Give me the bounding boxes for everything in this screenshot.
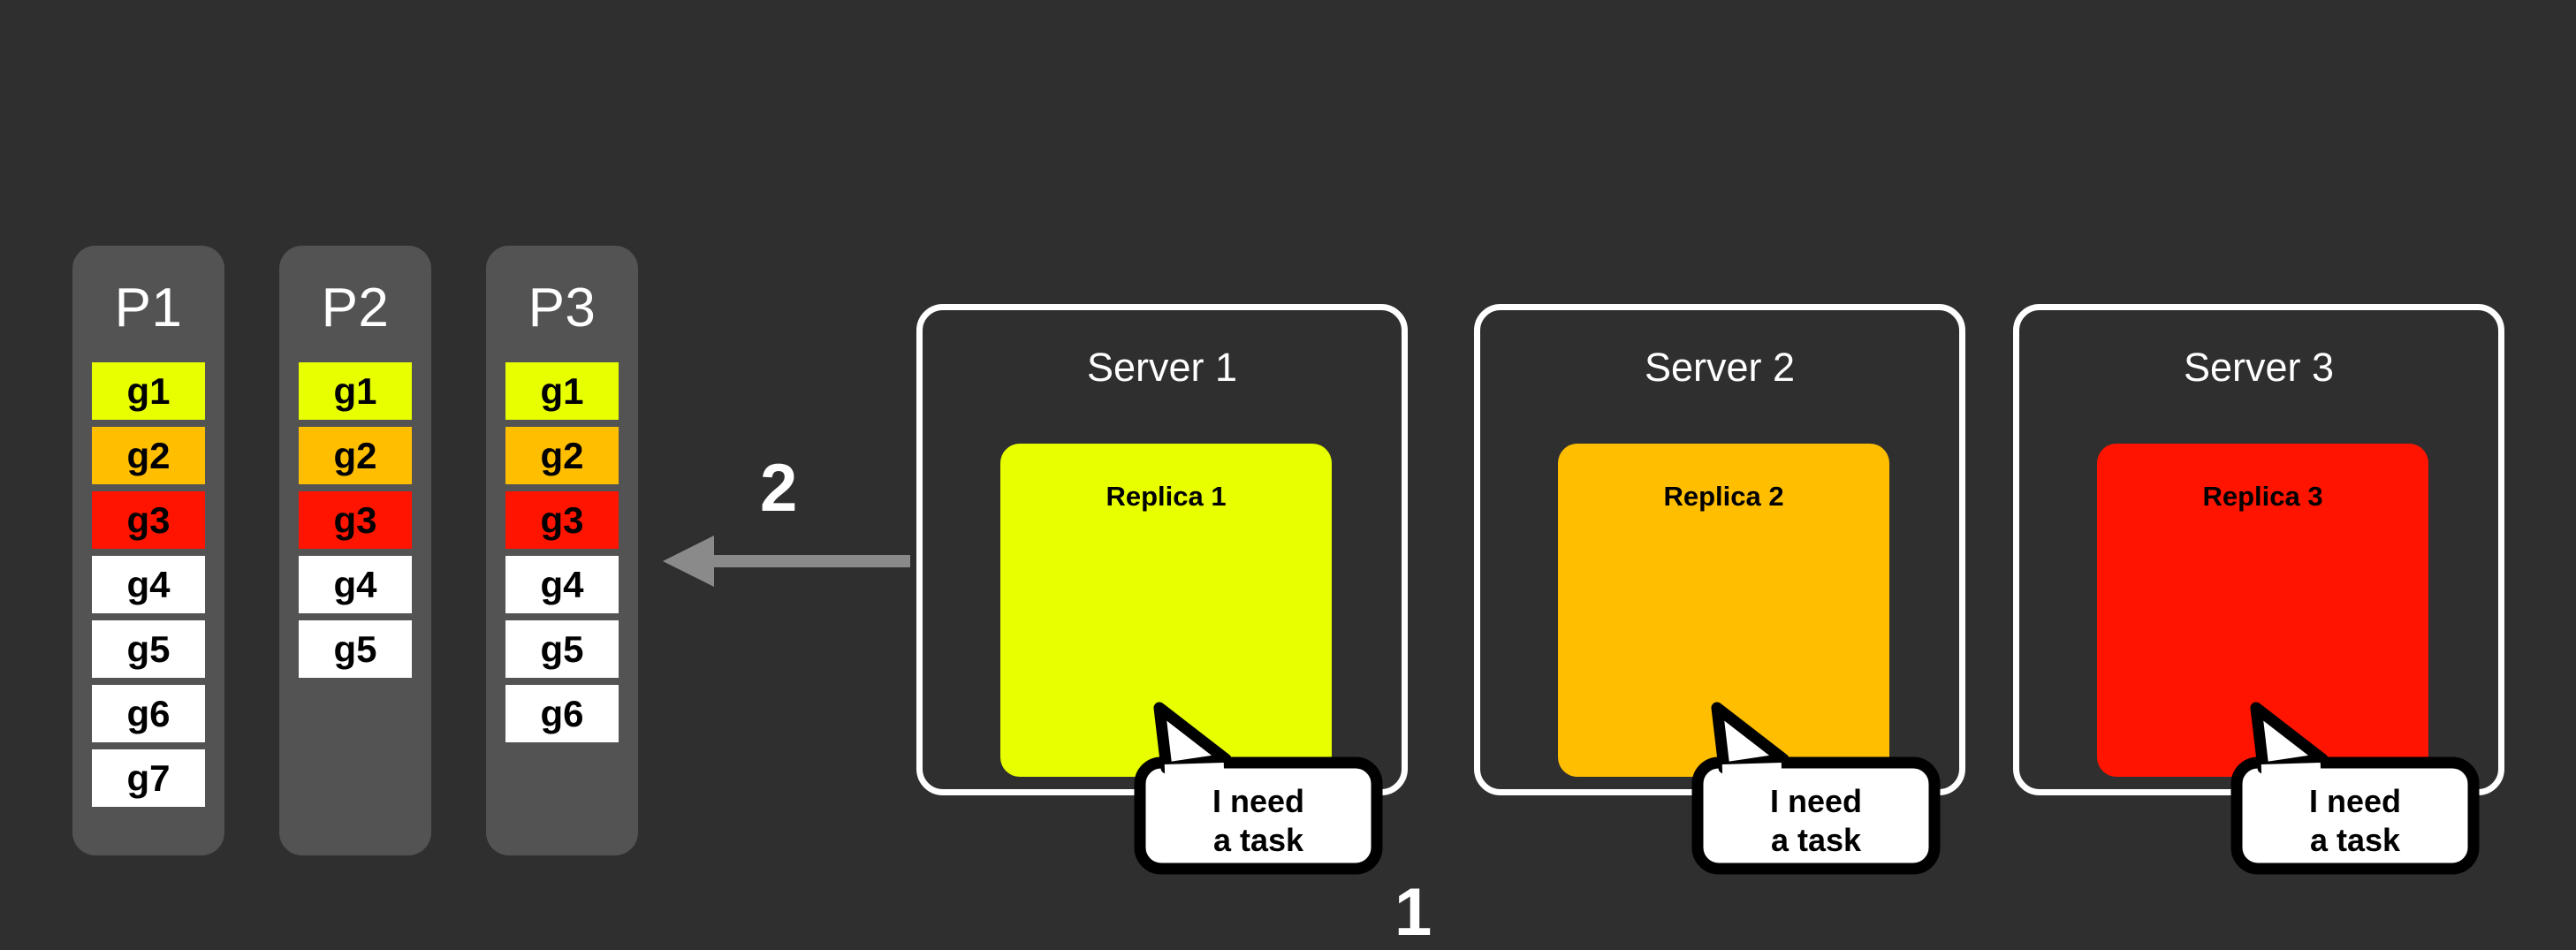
- queue-slot: g6: [505, 685, 619, 742]
- server-title: Server 3: [2183, 345, 2335, 390]
- queue-slot-label: g5: [540, 627, 584, 670]
- partition-title: P1: [114, 277, 183, 338]
- queue-slot-label: g3: [333, 498, 377, 541]
- queue-slot-label: g1: [540, 369, 584, 412]
- queue-slot: g5: [505, 620, 619, 678]
- partition-column-p3: P3 g1 g2 g3 g4 g5 g6: [486, 246, 638, 855]
- partition-column-p2: P2 g1 g2 g3 g4 g5: [279, 246, 431, 855]
- queue-slot-label: g2: [540, 434, 584, 476]
- server-title: Server 1: [1086, 345, 1238, 390]
- partition-slot-list: g1 g2 g3 g4 g5: [279, 362, 431, 685]
- queue-slot-label: g7: [126, 756, 171, 799]
- queue-slot: g2: [505, 427, 619, 484]
- partition-slot-list: g1 g2 g3 g4 g5 g6 g7: [72, 362, 224, 814]
- queue-slot-label: g5: [333, 627, 377, 670]
- replica-label: Replica 3: [2202, 481, 2323, 512]
- queue-slot-label: g5: [126, 627, 171, 670]
- queue-slot: g6: [92, 685, 205, 742]
- queue-slot-label: g3: [126, 498, 171, 541]
- queue-slot-label: g6: [126, 692, 171, 734]
- partition-slot-list: g1 g2 g3 g4 g5 g6: [486, 362, 638, 749]
- assignment-arrow-group: 2: [663, 442, 910, 592]
- server-title: Server 2: [1644, 345, 1796, 390]
- speech-bubble-shape: [2230, 702, 2480, 875]
- queue-slot-label: g4: [333, 563, 377, 605]
- partition-title: P3: [528, 277, 597, 338]
- queue-slot: g7: [92, 749, 205, 807]
- queue-slot-label: g1: [126, 369, 171, 412]
- speech-bubble-shape: [1134, 702, 1383, 875]
- replica-box-3: Replica 3: [2097, 444, 2428, 777]
- partition-title: P2: [321, 277, 390, 338]
- queue-slot: g1: [505, 362, 619, 420]
- replica-label: Replica 2: [1663, 481, 1784, 512]
- queue-slot-label: g2: [126, 434, 171, 476]
- speech-bubble-server-3: I need a task: [2230, 702, 2480, 875]
- queue-slot-label: g6: [540, 692, 584, 734]
- queue-slot: g4: [299, 556, 412, 613]
- partition-column-p1: P1 g1 g2 g3 g4 g5 g6 g7: [72, 246, 224, 855]
- step-2-label: 2: [760, 451, 798, 526]
- queue-slot: g1: [92, 362, 205, 420]
- queue-slot: g3: [92, 491, 205, 549]
- replica-label: Replica 1: [1106, 481, 1227, 512]
- left-arrow-icon: [663, 536, 910, 587]
- queue-slot: g5: [299, 620, 412, 678]
- queue-slot: g2: [92, 427, 205, 484]
- server-box-3: Server 3 Replica 3: [2013, 304, 2504, 795]
- queue-slot-label: g2: [333, 434, 377, 476]
- queue-slot-label: g4: [126, 563, 171, 605]
- queue-slot: g4: [92, 556, 205, 613]
- queue-slot: g4: [505, 556, 619, 613]
- speech-bubble-server-2: I need a task: [1691, 702, 1941, 875]
- speech-bubble-shape: [1691, 702, 1941, 875]
- queue-slot: g3: [505, 491, 619, 549]
- queue-slot-label: g4: [540, 563, 584, 605]
- queue-slot: g3: [299, 491, 412, 549]
- queue-slot: g1: [299, 362, 412, 420]
- queue-slot: g2: [299, 427, 412, 484]
- queue-slot-label: g1: [333, 369, 377, 412]
- step-1-label: 1: [1394, 875, 1432, 950]
- queue-slot-label: g3: [540, 498, 584, 541]
- queue-slot: g5: [92, 620, 205, 678]
- speech-bubble-server-1: I need a task: [1134, 702, 1383, 875]
